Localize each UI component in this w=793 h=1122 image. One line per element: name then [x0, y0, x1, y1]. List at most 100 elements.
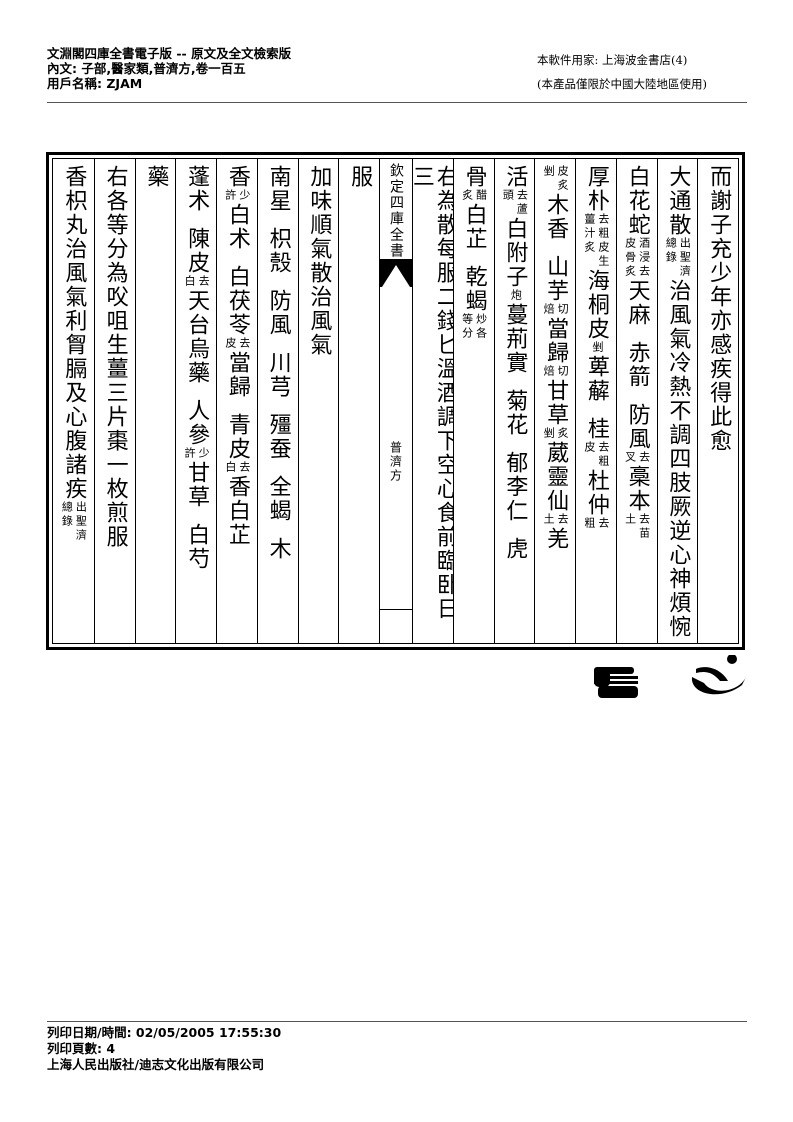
column-text: 白茯苓 [224, 265, 250, 337]
column-text: 杜仲 [583, 469, 609, 517]
annotation-line: 焙 [542, 303, 556, 317]
annotation-line: 薑汁炙 [582, 213, 596, 255]
annotation-note: 去粗皮 [582, 441, 610, 469]
column-text: 白花蛇 [624, 165, 650, 237]
annotation-note: 去苗土 [624, 513, 651, 541]
annotation-line: 炙 [556, 427, 570, 441]
column-text: 香枳丸治風氣利胷膈及心腹諸疾 [61, 165, 87, 501]
annotation-line: 總錄 [664, 237, 678, 265]
column-text: 川芎 [265, 351, 291, 399]
annotation-note: 去皮 [223, 337, 251, 351]
annotation-line: 切 [556, 365, 570, 379]
column-text: 骨 [461, 165, 487, 189]
annotation-note: 去蘆頭 [501, 189, 529, 217]
column-text: 人參 [184, 399, 210, 447]
column-text: 赤箭 [624, 341, 650, 389]
column-text: 菊花 [502, 389, 528, 437]
annotation-line: 去 [596, 517, 610, 531]
annotation-line: 切 [556, 303, 570, 317]
column-text: 甘草 [184, 461, 210, 509]
annotation-line: 去蘆 [515, 189, 529, 217]
annotation-line: 少 [237, 189, 251, 203]
annotation-line: 剉 [542, 165, 556, 179]
banner-collection-title: 欽定四庫全書 [388, 163, 404, 259]
column-text: 防風 [265, 289, 291, 337]
header-region-notice: (本產品僅限於中國大陸地區使用) [537, 77, 707, 91]
column-text: 而謝子充少年亦感疾得此愈 [706, 165, 732, 453]
page-frame: 而謝子充少年亦感疾得此愈大通散出聖濟總錄治風氣冷熱不調四肢厥逆心神煩惋白花蛇酒浸… [46, 152, 745, 650]
column-text: 槀本 [624, 465, 650, 513]
annotation-note: 切焙 [542, 365, 570, 379]
text-column: 白花蛇酒浸去皮骨炙天麻赤箭防風去叉槀本去苗土 [615, 159, 657, 643]
annotation-note: 去粗 [582, 517, 610, 531]
text-column: 活去蘆頭白附子炮蔓荊實菊花郁李仁虎 [493, 159, 535, 643]
column-text: 大通散 [665, 165, 691, 237]
column-text: 桂 [583, 417, 609, 441]
annotation-line: 皮炙 [556, 165, 570, 193]
annotation-line: 去 [637, 451, 651, 465]
column-text: 服 [347, 165, 373, 189]
annotation-line: 剉 [542, 427, 556, 441]
column-text: 甘草 [543, 379, 569, 427]
annotation-line: 出聖濟 [678, 237, 692, 279]
annotation-line: 粗 [582, 517, 596, 531]
annotation-line: 總錄 [60, 501, 74, 529]
column-text: 香 [224, 165, 250, 189]
column-text: 海桐皮 [583, 269, 609, 341]
publisher-credit: 上海人民出版社/迪志文化出版有限公司 [47, 1057, 265, 1072]
column-text: 枳殼 [265, 227, 291, 275]
text-column: 加味順氣散治風氣 [297, 159, 339, 643]
column-text: 防風 [624, 403, 650, 451]
column-text: 山芋 [543, 255, 569, 303]
annotation-note: 去白 [183, 275, 210, 289]
annotation-line: 白 [223, 461, 237, 475]
column-text: 白芍 [184, 523, 210, 571]
annotation-line: 焙 [542, 365, 556, 379]
column-text: 殭蚕 [265, 413, 291, 461]
header-title: 文淵閣四庫全書電子版 -- 原文及全文檢索版 [47, 46, 292, 61]
annotation-line: 去 [237, 337, 251, 351]
text-column: 香枳丸治風氣利胷膈及心腹諸疾出聖濟總錄 [53, 159, 94, 643]
text-column: 右為散每服二錢匕溫酒調下空心食前臨卧日三 [412, 159, 453, 643]
column-text: 當歸 [224, 351, 250, 399]
annotation-line: 少 [197, 447, 211, 461]
annotation-line: 皮 [223, 337, 237, 351]
document-footer: 列印日期/時間: 02/05/2005 17:55:30 列印頁數: 4 上海人… [47, 1025, 281, 1073]
annotation-line: 白 [183, 275, 197, 289]
annotation-line: 叉 [623, 451, 637, 465]
annotation-line: 去苗 [637, 513, 651, 541]
annotation-line: 去粗皮生 [596, 213, 610, 269]
annotation-line: 許 [183, 447, 197, 461]
column-text: 葳靈仙 [543, 441, 569, 513]
annotation-line: 皮 [582, 441, 596, 455]
annotation-line: 去 [556, 513, 570, 527]
column-text: 乾蝎 [461, 265, 487, 313]
footer-divider [47, 1021, 747, 1022]
column-text: 木 [265, 537, 291, 561]
text-column: 厚朴去粗皮生薑汁炙海桐皮剉萆薢桂去粗皮杜仲去粗 [575, 159, 616, 643]
annotation-line: 炮 [509, 289, 523, 303]
annotation-note: 炙剉 [542, 427, 570, 441]
column-text: 全蝎 [265, 475, 291, 523]
print-datetime: 列印日期/時間: 02/05/2005 17:55:30 [47, 1025, 282, 1040]
annotation-note: 酒浸去皮骨炙 [624, 237, 651, 279]
column-text: 藥 [143, 165, 169, 189]
header-licensee: 本軟件用家: 上海波金書店(4) [537, 53, 688, 67]
column-text: 厚朴 [583, 165, 609, 213]
column-text: 南星 [265, 165, 291, 213]
column-text: 郁李仁 [502, 451, 528, 523]
annotation-note: 醋炙 [460, 189, 488, 203]
annotation-note: 去叉 [623, 451, 651, 465]
annotation-note: 切焙 [542, 303, 570, 317]
column-text: 木香 [543, 193, 569, 241]
annotation-line: 出聖濟 [74, 501, 88, 543]
annotation-line: 炙 [460, 189, 474, 203]
text-column: 藥 [134, 159, 176, 643]
column-text: 白芷 [461, 203, 487, 251]
annotation-note: 去白 [223, 461, 251, 475]
header-username: 用戶名稱: ZJAM [47, 76, 143, 91]
column-text: 天麻 [624, 279, 650, 327]
column-text: 青皮 [224, 413, 250, 461]
annotation-line: 剉 [590, 341, 604, 355]
annotation-note: 少許 [183, 447, 211, 461]
